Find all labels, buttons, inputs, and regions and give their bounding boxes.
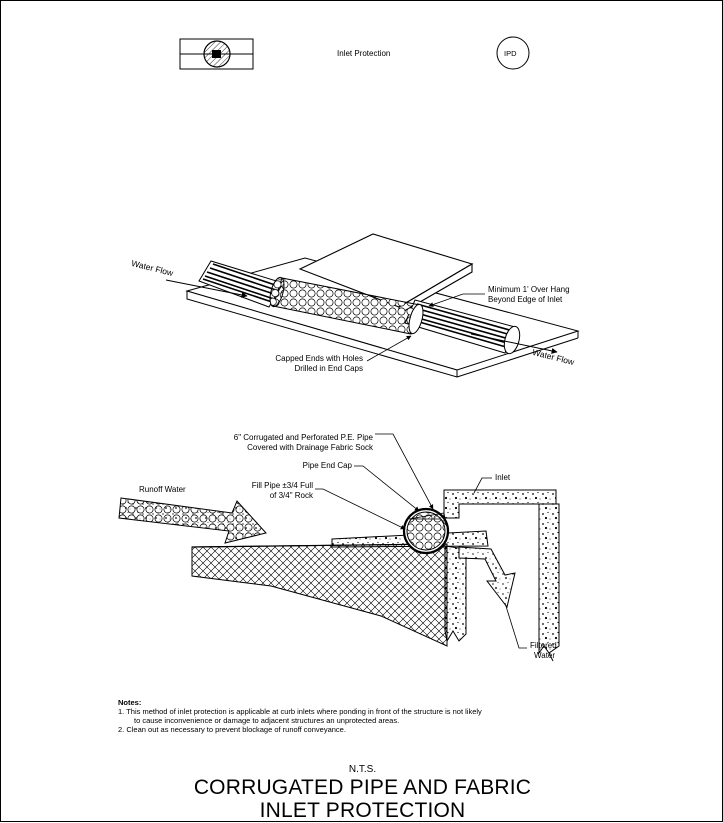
note-1-line1: 1. This method of inlet protection is ap… bbox=[118, 707, 482, 716]
note-1-line2: to cause inconvenience or damage to adja… bbox=[134, 716, 400, 725]
iso-pipe-center bbox=[269, 276, 424, 335]
filtered-water-label-line2: Water bbox=[534, 651, 556, 660]
scale-label: N.T.S. bbox=[348, 764, 377, 775]
iso-view bbox=[165, 233, 580, 378]
iso-pipe-left bbox=[198, 260, 284, 308]
drawing-title-line1: CORRUGATED PIPE AND FABRIC bbox=[193, 776, 532, 799]
overhang-label-line2: Beyond Edge of Inlet bbox=[488, 295, 563, 304]
filtered-water-label-line1: Filtered bbox=[530, 641, 557, 650]
fill-label-line1: Fill Pipe ±3/4 Full bbox=[251, 481, 313, 490]
section-view bbox=[118, 433, 560, 662]
capped-ends-label-line1: Capped Ends with Holes bbox=[275, 354, 363, 363]
legend-code-circle bbox=[496, 36, 530, 70]
inlet-label: Inlet bbox=[495, 473, 511, 482]
notes-block: Notes: 1. This method of inlet protectio… bbox=[118, 698, 638, 734]
iso-pipe-right bbox=[404, 299, 521, 355]
legend-name-label: Inlet Protection bbox=[337, 49, 391, 58]
end-cap-label: Pipe End Cap bbox=[302, 461, 352, 470]
fill-label-line2: of 3/4" Rock bbox=[269, 491, 313, 500]
pipe-label-line1: 6" Corrugated and Perforated P.E. Pipe bbox=[233, 433, 373, 442]
note-2: 2. Clean out as necessary to prevent blo… bbox=[118, 725, 346, 734]
drawing-title-line2: INLET PROTECTION bbox=[259, 799, 466, 822]
section-pipe bbox=[402, 507, 450, 555]
notes-heading: Notes: bbox=[118, 698, 142, 707]
overhang-label-line1: Minimum 1' Over Hang bbox=[488, 285, 570, 294]
pipe-label-line2: Covered with Drainage Fabric Sock bbox=[247, 443, 373, 452]
legend-code-label: IPD bbox=[504, 49, 517, 58]
runoff-water-label: Runoff Water bbox=[139, 485, 186, 494]
capped-ends-label-line2: Drilled in End Caps bbox=[294, 364, 363, 373]
legend-symbol bbox=[179, 38, 254, 70]
